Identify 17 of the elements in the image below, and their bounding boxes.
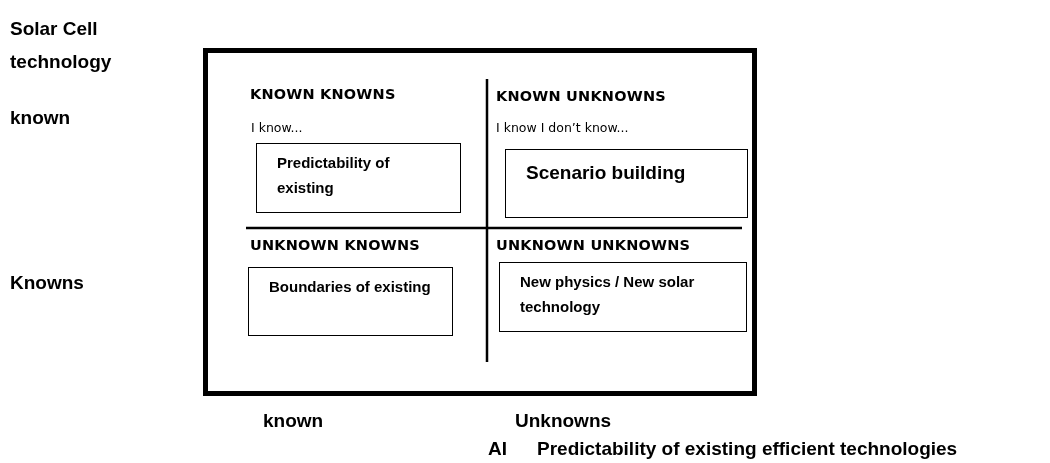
text-box: Scenario building — [505, 149, 748, 218]
axis-label: known — [10, 106, 71, 130]
text-box: Boundaries of existing — [248, 267, 453, 336]
text-box: New physics / New solar technology — [499, 262, 747, 332]
axis-label: AI — [488, 437, 507, 461]
quadrant-heading: UNKNOWN KNOWNS — [250, 237, 420, 253]
text-box: Predictability of existing — [256, 143, 461, 213]
quadrant-heading: KNOWN UNKNOWNS — [496, 88, 666, 104]
axis-label: Knowns — [10, 271, 84, 295]
quadrant-heading: KNOWN KNOWNS — [250, 86, 396, 102]
quadrant-heading: UNKNOWN UNKNOWNS — [496, 237, 691, 253]
note-text: Predictability of existing efficient technologies — [537, 437, 958, 461]
chart-title: Solar Cell technology — [10, 17, 113, 74]
axis-label: known — [263, 409, 324, 433]
quadrant-subtitle: I know... — [251, 120, 303, 135]
axis-label: Unknowns — [515, 409, 612, 433]
quadrant-subtitle: I know I don’t know... — [496, 120, 629, 135]
